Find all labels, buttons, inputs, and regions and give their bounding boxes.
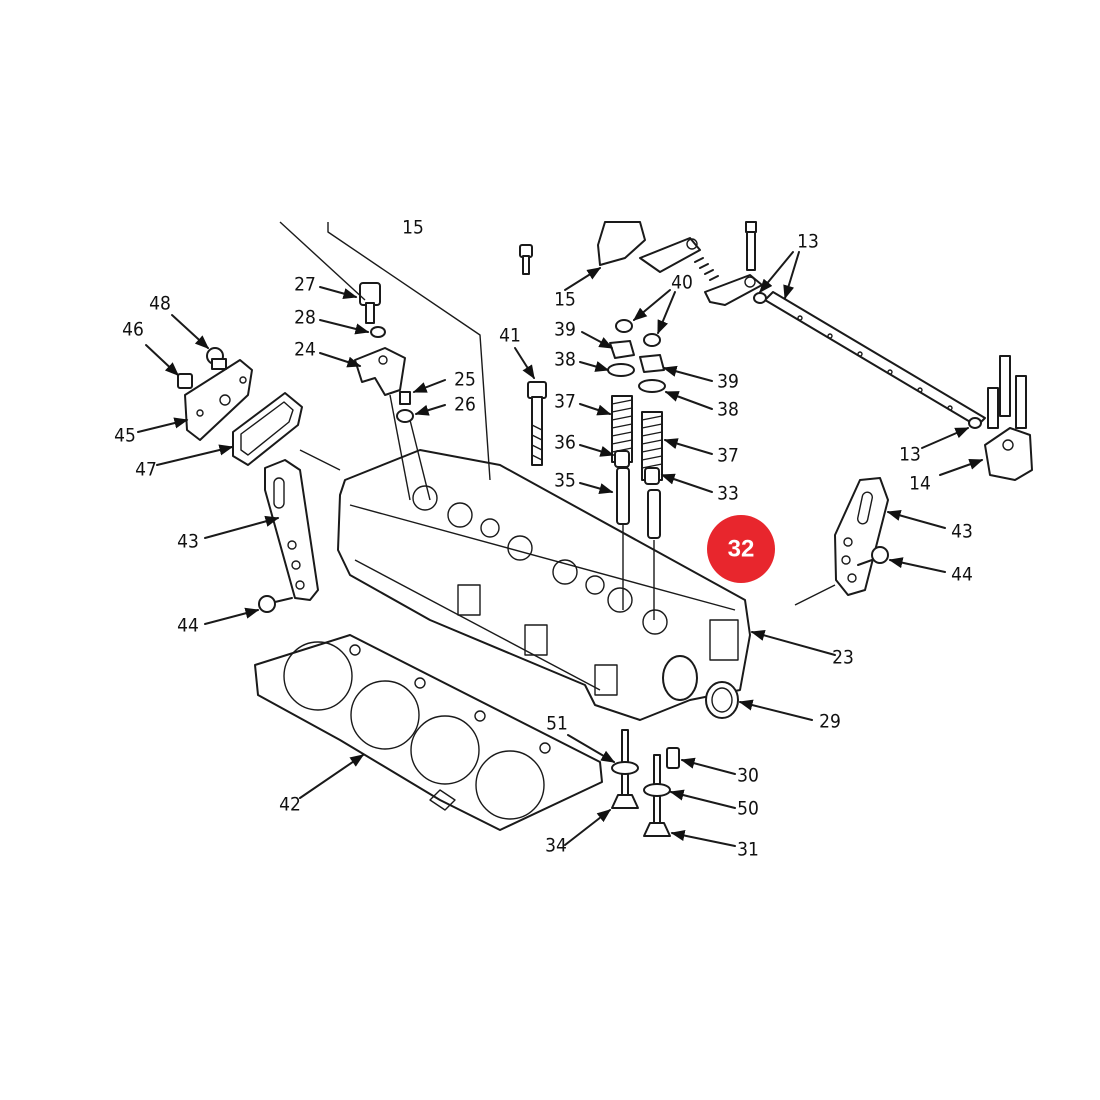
label-39: 39 [554, 319, 576, 341]
bolt-48 [206, 347, 227, 370]
label-30: 30 [737, 765, 759, 787]
label-15: 15 [402, 217, 424, 239]
leader-arrows [137, 251, 984, 847]
lifting-bracket-right [834, 477, 889, 596]
label-13: 13 [899, 444, 921, 466]
cover-plate [184, 359, 253, 441]
rocker-shaft [753, 291, 986, 429]
stud-46 [177, 373, 193, 389]
valve-train-right [638, 333, 666, 620]
bolt-27 [359, 282, 381, 324]
label-48: 48 [149, 293, 171, 315]
rocker-support-14 [984, 355, 1033, 481]
label-45: 45 [114, 425, 136, 447]
head-bolt [527, 381, 547, 466]
label-34: 34 [545, 835, 567, 857]
label-35: 35 [554, 470, 576, 492]
rocker-support [354, 347, 406, 396]
bolt-15 [519, 244, 533, 275]
label-28: 28 [294, 307, 316, 329]
label-43: 43 [951, 521, 973, 543]
label-25: 25 [454, 369, 476, 391]
label-33: 33 [717, 483, 739, 505]
highlight-badge-label[interactable]: 32 [728, 535, 755, 562]
label-15: 15 [554, 289, 576, 311]
rocker-spring [694, 257, 719, 281]
label-41: 41 [499, 325, 521, 347]
bolt-44-left [258, 595, 293, 613]
label-27: 27 [294, 274, 316, 296]
bolt-44-right [857, 546, 889, 566]
dowel-30 [666, 747, 680, 769]
label-47: 47 [135, 459, 157, 481]
part-labels: 13 13 14 15 15 23 24 25 26 27 28 29 30 3… [114, 217, 973, 861]
highlight-badge-circle[interactable] [707, 515, 775, 583]
label-14: 14 [909, 473, 931, 495]
seal-29 [705, 681, 739, 719]
highlight-badge-32[interactable]: 32 [707, 515, 775, 583]
label-43: 43 [177, 531, 199, 553]
label-37: 37 [717, 445, 739, 467]
washer-28 [370, 326, 386, 338]
label-46: 46 [122, 319, 144, 341]
label-24: 24 [294, 339, 316, 361]
lifting-bracket-left [264, 459, 319, 601]
label-31: 31 [737, 839, 759, 861]
label-29: 29 [819, 711, 841, 733]
label-39: 39 [717, 371, 739, 393]
rocker-stud-top [745, 221, 757, 271]
cylinder-head [337, 449, 751, 755]
label-36: 36 [554, 432, 576, 454]
label-51: 51 [546, 713, 568, 735]
seal-50 [643, 783, 671, 797]
dowel-25 [399, 391, 411, 405]
label-13: 13 [797, 231, 819, 253]
head-gasket [254, 634, 603, 831]
label-44: 44 [951, 564, 973, 586]
seal-51 [611, 761, 639, 775]
label-38: 38 [554, 349, 576, 371]
label-26: 26 [454, 394, 476, 416]
label-23: 23 [832, 647, 854, 669]
valve-train-left [607, 319, 635, 610]
cover-gasket [232, 392, 303, 466]
label-42: 42 [279, 794, 301, 816]
label-50: 50 [737, 798, 759, 820]
label-38: 38 [717, 399, 739, 421]
label-44: 44 [177, 615, 199, 637]
seal-26 [396, 409, 414, 423]
label-40: 40 [671, 272, 693, 294]
rocker-arm-15 [597, 221, 763, 306]
label-37: 37 [554, 391, 576, 413]
